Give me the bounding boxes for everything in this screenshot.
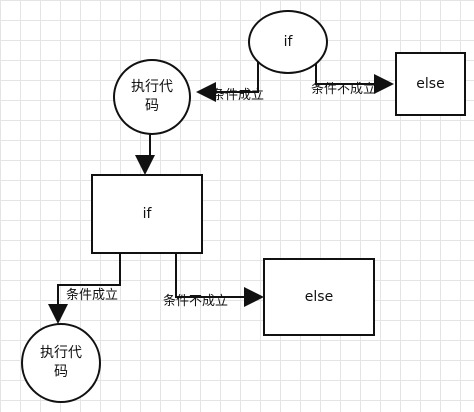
bottom-exec-node: 执行代 码 <box>21 323 101 403</box>
top-exec-text: 执行代 码 <box>131 79 173 114</box>
bottom-true-label: 条件成立 <box>66 288 119 303</box>
top-if-text: if <box>283 33 293 50</box>
bottom-if-text: if <box>142 205 152 222</box>
bottom-false-label: 条件不成立 <box>163 294 229 309</box>
bottom-else-text: else <box>304 288 334 305</box>
top-false-arrow <box>315 58 394 94</box>
top-else-node: else <box>395 52 466 116</box>
top-true-label: 条件成立 <box>212 88 265 103</box>
top-true-arrow <box>196 58 259 102</box>
bottom-else-node: else <box>263 258 375 336</box>
bottom-exec-text: 执行代 码 <box>40 345 82 380</box>
top-exec-node: 执行代 码 <box>113 59 191 135</box>
bottom-true-arrow <box>48 253 121 324</box>
top-else-text: else <box>416 75 445 92</box>
bottom-false-arrow <box>175 253 264 307</box>
exec-to-if-arrow <box>135 130 155 175</box>
bottom-if-node: if <box>91 174 203 254</box>
top-if-node: if <box>248 10 328 74</box>
top-false-label: 条件不成立 <box>311 82 377 97</box>
